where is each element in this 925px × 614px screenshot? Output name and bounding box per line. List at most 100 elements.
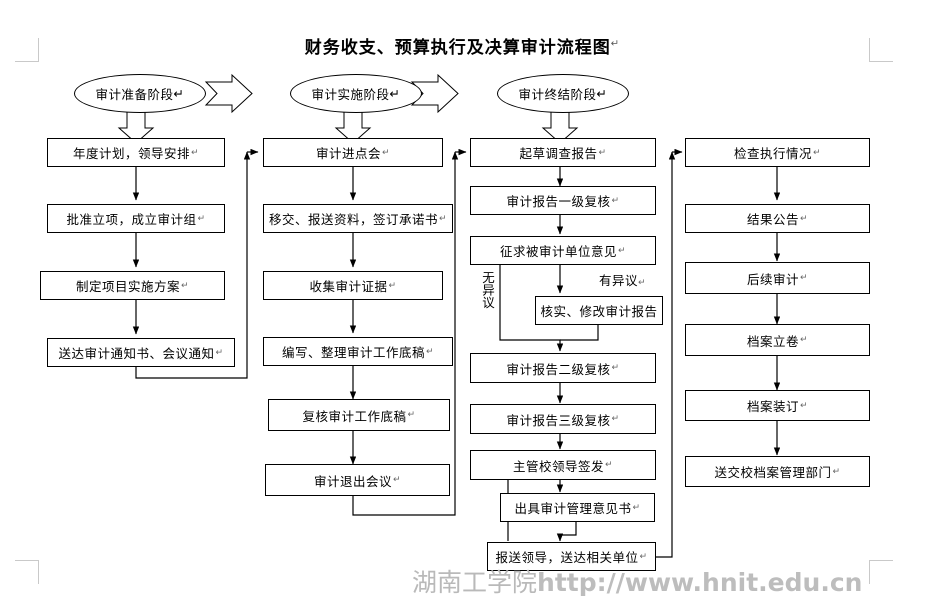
crop-mark-top-right xyxy=(869,38,893,62)
paragraph-mark: ↵ xyxy=(197,213,206,224)
node-review-level-1[interactable]: 审计报告一级复核↵ xyxy=(470,186,656,215)
paragraph-mark: ↵ xyxy=(799,400,809,411)
node-annual-plan[interactable]: 年度计划，领导安排↵ xyxy=(47,138,225,167)
node-submit-archive[interactable]: 送交校档案管理部门↵ xyxy=(685,456,870,487)
node-collect-evidence[interactable]: 收集审计证据↵ xyxy=(263,271,443,300)
branch-label-text: 无异议 xyxy=(480,271,495,309)
paragraph-mark: ↵ xyxy=(638,278,647,288)
node-exit-meeting[interactable]: 审计退出会议↵ xyxy=(265,464,450,496)
node-archive-filing[interactable]: 档案立卷↵ xyxy=(685,324,870,356)
paragraph-mark: ↵ xyxy=(639,551,648,562)
node-label: 移交、报送资料，签订承诺书 xyxy=(268,212,438,227)
node-label: 编写、整理审计工作底稿 xyxy=(281,345,425,360)
node-label: 核实、修改审计报告 xyxy=(540,304,658,319)
paragraph-mark: ↵ xyxy=(407,410,416,420)
node-issue-opinion[interactable]: 出具审计管理意见书↵ xyxy=(500,493,655,522)
node-review-worksheet[interactable]: 复核审计工作底稿↵ xyxy=(268,399,450,431)
link-exit-to-draft xyxy=(352,151,459,516)
block-arrow-down-col3 xyxy=(541,109,579,144)
paragraph-mark: ↵ xyxy=(812,147,822,158)
node-archive-binding[interactable]: 档案装订↵ xyxy=(685,390,870,421)
node-draft-report[interactable]: 起草调查报告↵ xyxy=(470,138,656,167)
node-entry-meeting[interactable]: 审计进点会↵ xyxy=(263,138,443,167)
node-label: 起草调查报告 xyxy=(519,146,598,161)
node-submit-materials[interactable]: 移交、报送资料，签订承诺书↵ xyxy=(263,204,453,233)
node-label: 送达审计通知书、会议通知 xyxy=(58,346,215,361)
paragraph-mark: ↵ xyxy=(617,245,627,256)
stage-prepare[interactable]: 审计准备阶段↵ xyxy=(74,74,206,113)
paragraph-mark: ↵ xyxy=(389,86,401,101)
paragraph-mark: ↵ xyxy=(388,280,397,291)
node-label: 征求被审计单位意见 xyxy=(499,244,617,259)
paragraph-mark: ↵ xyxy=(832,466,841,477)
node-label: 复核审计工作底稿 xyxy=(302,408,407,424)
watermark: 湖南工学院http://www.hnit.edu.cn xyxy=(412,563,862,599)
label-has-objection: 有异议↵ xyxy=(599,270,646,289)
crop-mark-top-left xyxy=(15,38,39,62)
paragraph-mark: ↵ xyxy=(438,213,448,224)
paragraph-mark: ↵ xyxy=(611,195,620,206)
paragraph-mark: ↵ xyxy=(611,414,620,424)
paragraph-mark: ↵ xyxy=(596,86,608,101)
branch-label-text: 有异议 xyxy=(599,273,639,288)
node-label: 报送领导，送达相关单位 xyxy=(495,550,639,565)
stage-execute[interactable]: 审计实施阶段↵ xyxy=(290,74,422,113)
node-implementation-plan[interactable]: 制定项目实施方案↵ xyxy=(40,271,225,300)
node-label: 送交校档案管理部门 xyxy=(714,465,832,480)
node-label: 档案立卷 xyxy=(746,333,799,349)
stage-prepare-label: 审计准备阶段 xyxy=(95,87,174,102)
paragraph-mark: ↵ xyxy=(799,213,809,224)
paragraph-mark: ↵ xyxy=(180,280,190,291)
node-follow-up-audit[interactable]: 后续审计↵ xyxy=(685,262,870,294)
paragraph-mark: ↵ xyxy=(425,346,435,357)
node-verify-revise[interactable]: 核实、修改审计报告 xyxy=(535,296,663,325)
node-label: 审计进点会 xyxy=(315,146,381,161)
link-notice-to-entry xyxy=(135,151,251,379)
stage-conclude[interactable]: 审计终结阶段↵ xyxy=(497,74,629,113)
link-verify-to-level2 xyxy=(560,325,599,341)
node-leader-sign[interactable]: 主管校领导签发↵ xyxy=(470,450,656,480)
paragraph-mark: ↵ xyxy=(632,502,641,513)
node-review-level-3[interactable]: 审计报告三级复核↵ xyxy=(470,404,656,434)
stage-execute-label: 审计实施阶段 xyxy=(311,87,390,102)
node-compile-worksheet[interactable]: 编写、整理审计工作底稿↵ xyxy=(263,337,453,366)
block-arrow-prepare-to-execute xyxy=(204,73,253,114)
paragraph-mark: ↵ xyxy=(799,335,809,345)
watermark-url: http://www.hnit.edu.cn xyxy=(537,568,863,597)
node-label: 审计报告三级复核 xyxy=(506,412,611,428)
link-deliver-to-check xyxy=(656,151,676,558)
node-review-level-2[interactable]: 审计报告二级复核↵ xyxy=(470,353,656,383)
node-approve-project[interactable]: 批准立项，成立审计组↵ xyxy=(47,204,225,233)
node-label: 后续审计 xyxy=(746,271,799,287)
node-result-announce[interactable]: 结果公告↵ xyxy=(685,204,870,233)
paragraph-mark: ↵ xyxy=(604,460,614,470)
paragraph-mark: ↵ xyxy=(611,363,620,373)
node-label: 审计报告二级复核 xyxy=(506,361,611,377)
paragraph-mark: ↵ xyxy=(799,273,809,283)
node-deliver-notice[interactable]: 送达审计通知书、会议通知↵ xyxy=(47,338,235,367)
node-label: 出具审计管理意见书 xyxy=(514,501,632,516)
block-arrow-down-col2 xyxy=(334,109,372,144)
paragraph-mark: ↵ xyxy=(610,38,621,50)
node-label: 审计退出会议 xyxy=(313,473,392,489)
node-label: 年度计划，领导安排 xyxy=(72,146,190,161)
page-title: 财务收支、预算执行及决算审计流程图↵ xyxy=(0,33,925,58)
node-label: 主管校领导签发 xyxy=(512,458,604,474)
node-label: 检查执行情况 xyxy=(733,146,812,161)
node-check-execution[interactable]: 检查执行情况↵ xyxy=(685,138,870,167)
node-label: 批准立项，成立审计组 xyxy=(66,212,197,227)
paragraph-mark: ↵ xyxy=(215,347,224,358)
crop-mark-bottom-left xyxy=(15,560,39,584)
stage-conclude-label: 审计终结阶段 xyxy=(518,87,597,102)
paragraph-mark: ↵ xyxy=(381,147,391,158)
node-report-deliver[interactable]: 报送领导，送达相关单位↵ xyxy=(487,542,656,571)
paragraph-mark: ↵ xyxy=(173,86,185,101)
node-label: 结果公告 xyxy=(746,212,799,227)
link-no-objection xyxy=(499,265,564,352)
watermark-org: 湖南工学院 xyxy=(412,568,538,597)
label-no-objection: 无异议 xyxy=(478,271,497,309)
block-arrow-down-col1 xyxy=(117,109,155,144)
node-solicit-opinion[interactable]: 征求被审计单位意见↵ xyxy=(470,236,656,265)
